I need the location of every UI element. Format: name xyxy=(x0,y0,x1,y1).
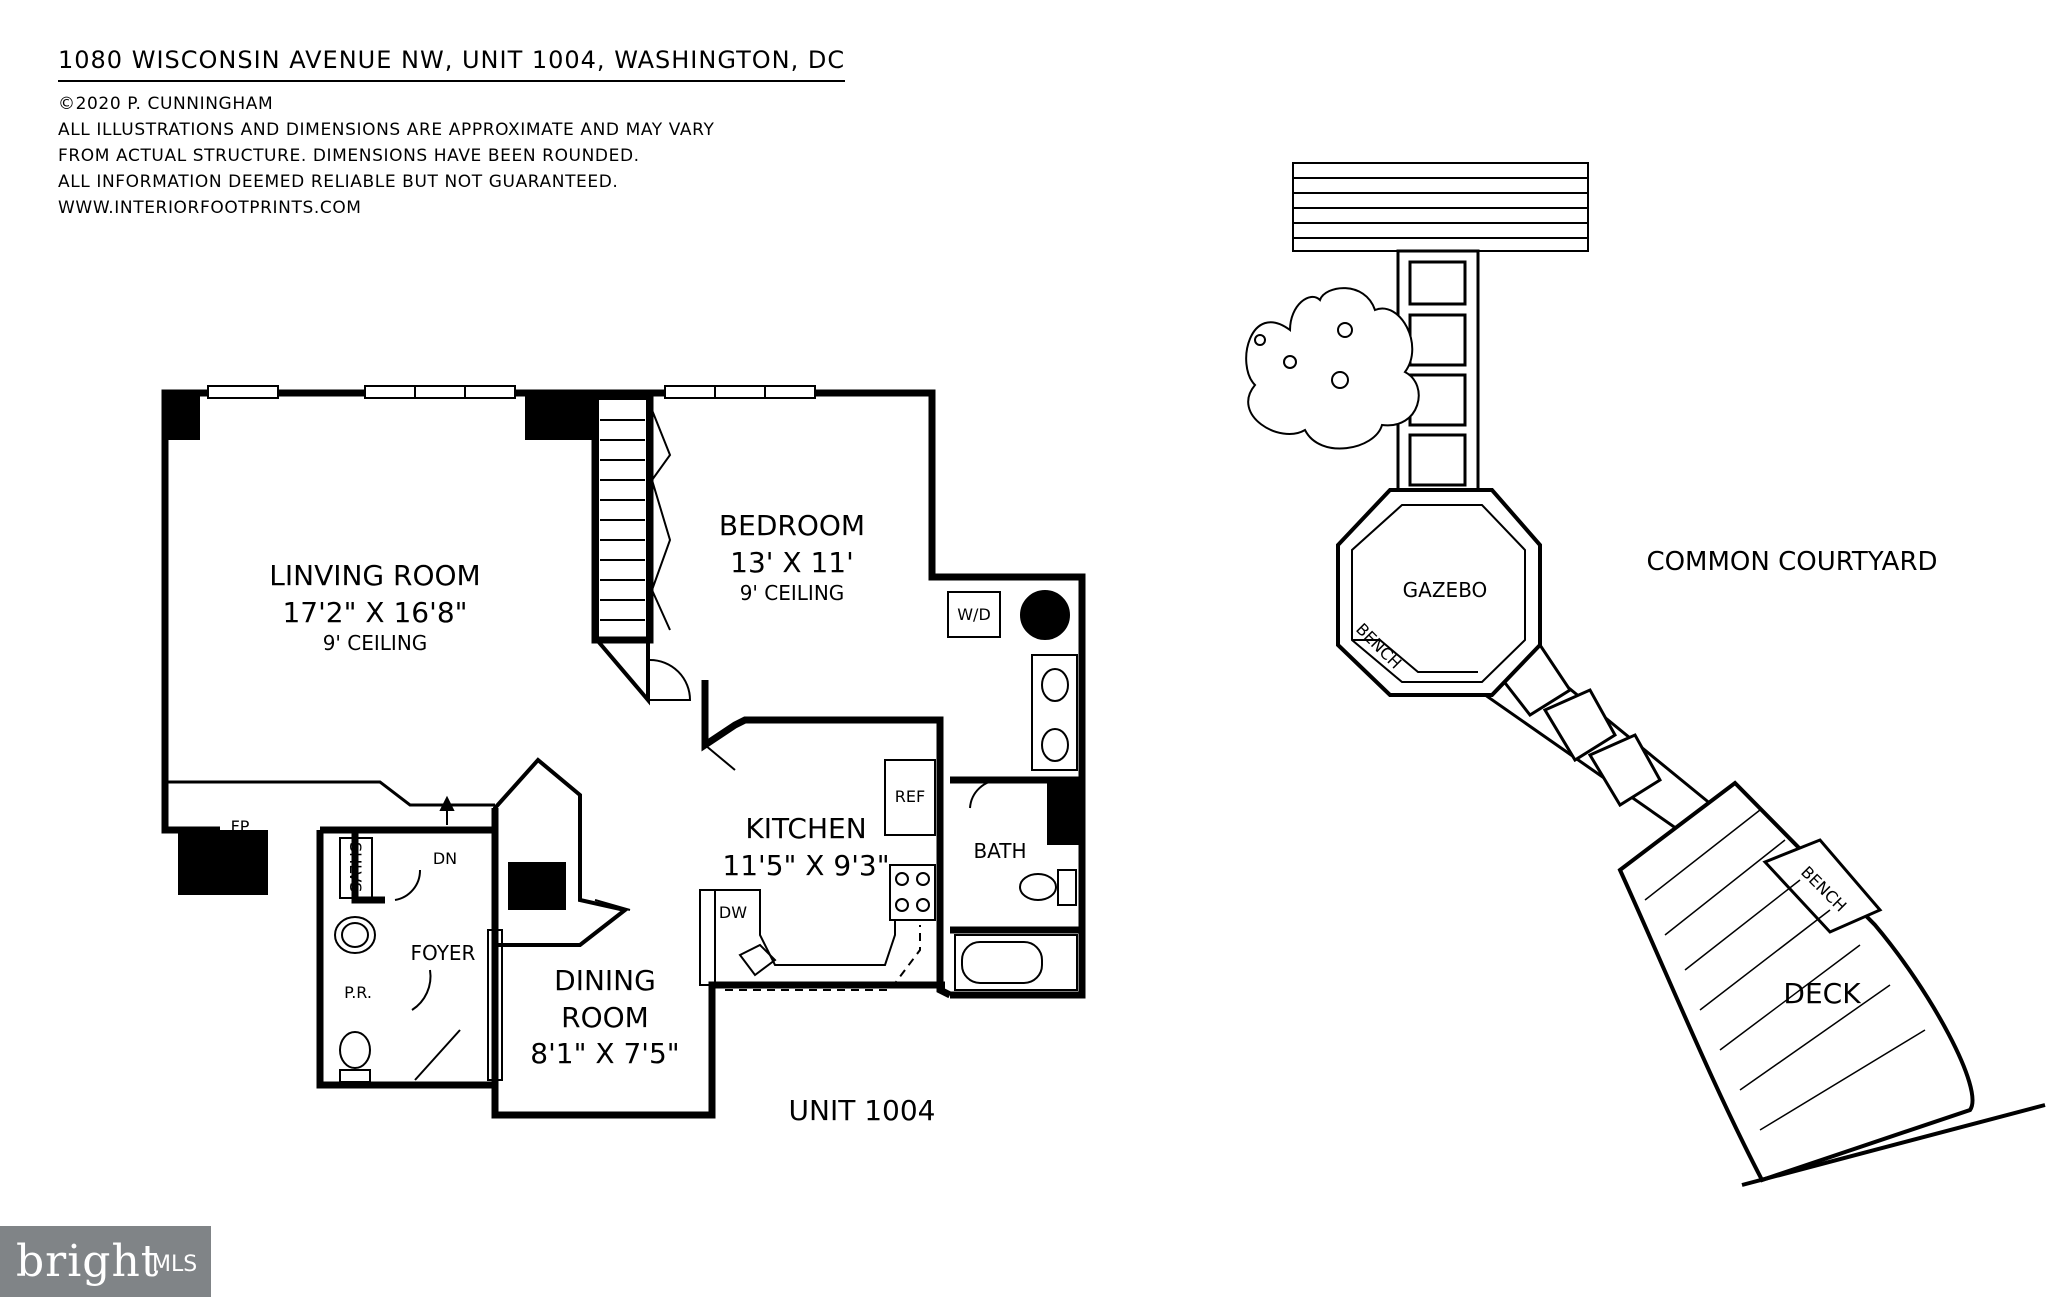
windows xyxy=(207,385,816,399)
deck-label: DECK xyxy=(1783,977,1861,1010)
gazebo-label: GAZEBO xyxy=(1403,578,1488,602)
bedroom-size: 13' X 11' xyxy=(730,546,854,579)
closet-hatching xyxy=(595,396,672,706)
living-room-size: 17'2" X 16'8" xyxy=(282,596,467,629)
header: 1080 WISCONSIN AVENUE NW, UNIT 1004, WAS… xyxy=(58,46,846,218)
bedroom-name: BEDROOM xyxy=(719,509,865,542)
fixtures xyxy=(334,590,1078,1083)
dishwasher-label: DW xyxy=(719,903,747,922)
living-room-bottom-wall xyxy=(165,780,495,807)
gazebo xyxy=(1336,488,1542,697)
bedroom-ceiling: 9' CEILING xyxy=(740,581,845,605)
mls-watermark: bright MLS xyxy=(0,1226,211,1297)
door-swings xyxy=(394,659,1001,1081)
dining-room-name-2: ROOM xyxy=(561,1001,649,1034)
kitchen-name: KITCHEN xyxy=(745,812,866,845)
fireplace-label: FP xyxy=(231,817,250,836)
kitchen-size: 11'5" X 9'3" xyxy=(722,849,889,882)
disclaimer-line-3: ALL INFORMATION DEEMED RELIABLE BUT NOT … xyxy=(58,172,619,192)
deck xyxy=(1617,780,2046,1187)
living-room-ceiling: 9' CEILING xyxy=(323,631,428,655)
refrigerator-label: REF xyxy=(895,787,925,806)
deck-planks xyxy=(1644,809,1926,1131)
watermark-suffix: MLS xyxy=(152,1252,198,1277)
watermark-brand: bright xyxy=(16,1236,160,1287)
bath-label: BATH xyxy=(973,839,1026,863)
website-text: WWW.INTERIORFOOTPRINTS.COM xyxy=(58,198,362,218)
washer-dryer-label: W/D xyxy=(957,605,991,624)
powder-room-label: P.R. xyxy=(344,983,372,1002)
courtyard-brick-wall xyxy=(1292,162,1589,252)
dining-room-name-1: DINING xyxy=(554,964,656,997)
dining-closet xyxy=(493,757,630,947)
unit-label: UNIT 1004 xyxy=(789,1094,936,1127)
disclaimer-line-1: ALL ILLUSTRATIONS AND DIMENSIONS ARE APP… xyxy=(58,120,715,140)
tree-icon xyxy=(1245,287,1420,450)
property-address-title: 1080 WISCONSIN AVENUE NW, UNIT 1004, WAS… xyxy=(58,46,846,82)
wall-fills xyxy=(162,390,1083,910)
down-arrow xyxy=(439,795,455,825)
shelves-label: SHLVS xyxy=(346,842,365,892)
living-room-name: LINVING ROOM xyxy=(269,559,480,592)
foyer-label: FOYER xyxy=(411,941,476,965)
copyright-text: ©2020 P. CUNNINGHAM xyxy=(58,94,274,114)
down-label: DN xyxy=(433,849,457,868)
courtyard-title: COMMON COURTYARD xyxy=(1646,547,1937,577)
disclaimer-line-2: FROM ACTUAL STRUCTURE. DIMENSIONS HAVE B… xyxy=(58,146,640,166)
dining-room-size: 8'1" X 7'5" xyxy=(530,1037,679,1070)
